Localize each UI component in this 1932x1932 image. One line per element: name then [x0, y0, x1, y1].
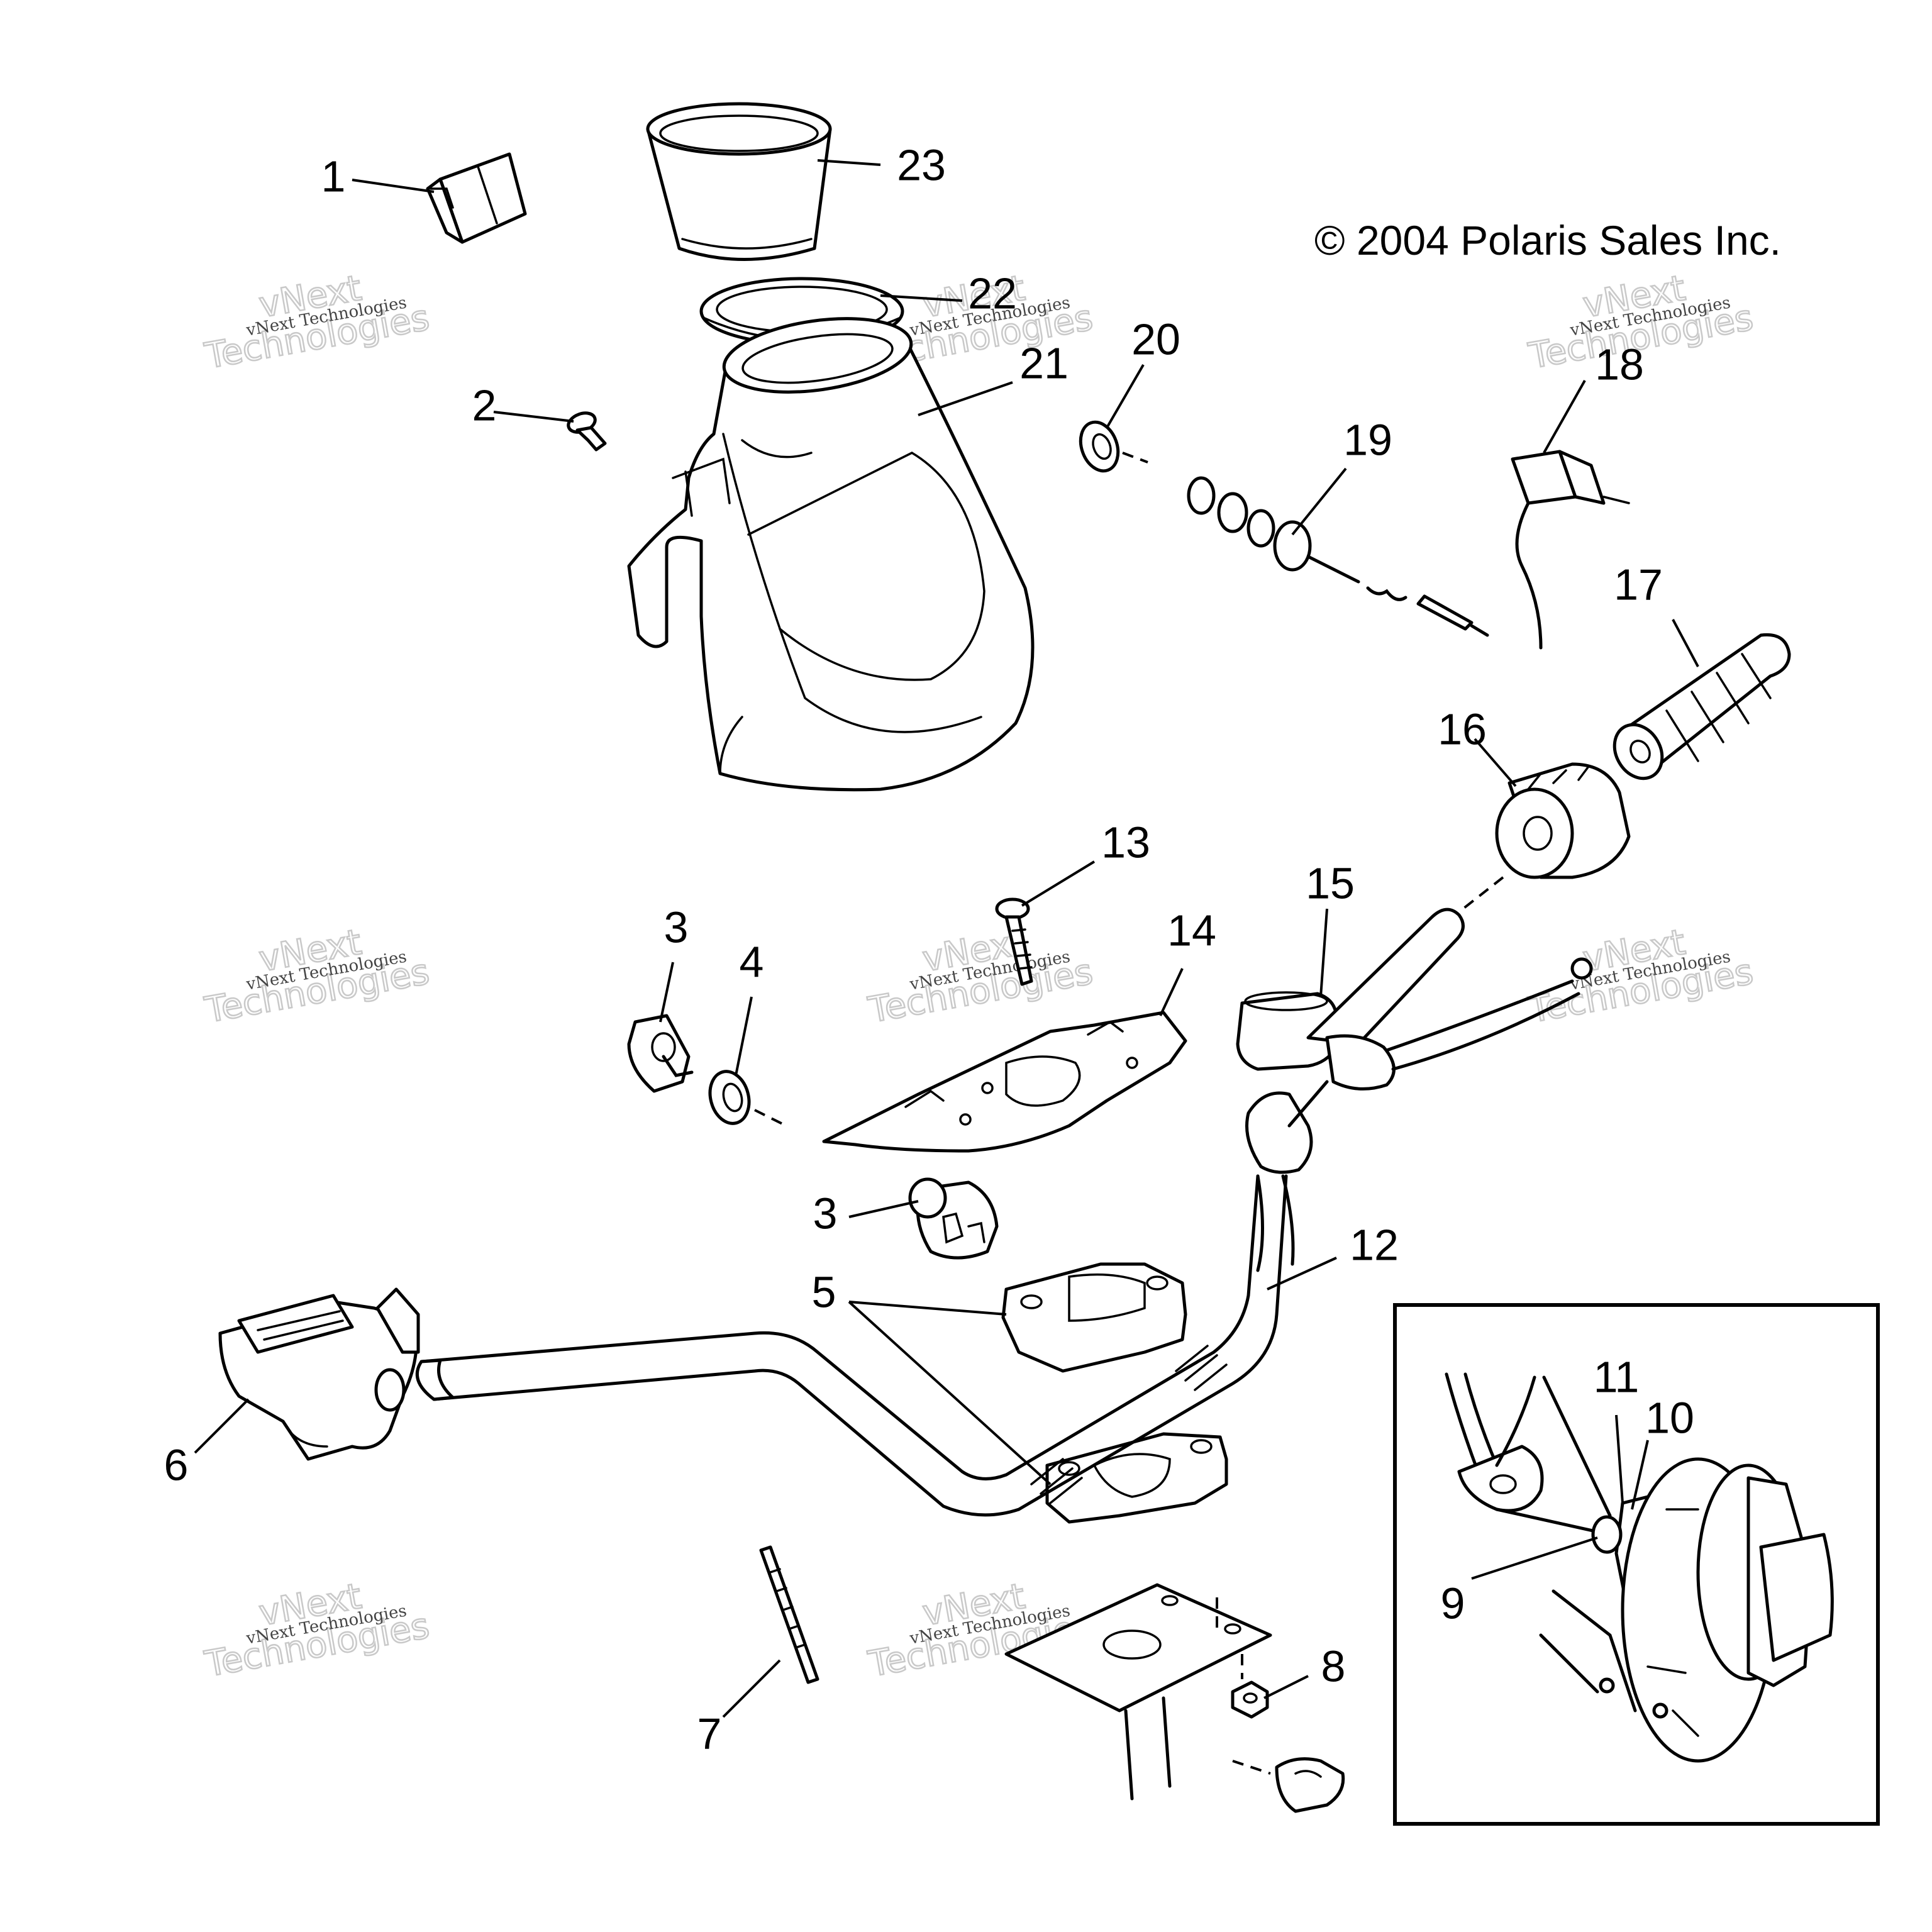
callout-21: 21 [1019, 338, 1069, 387]
leader-lines [194, 159, 1699, 1718]
part-2-screw [567, 411, 607, 452]
watermark-tile: vNext Technologies vNext Technologies [1525, 921, 1757, 1032]
part-20-nut [1079, 420, 1148, 473]
part-12-handlebar [415, 1080, 1329, 1517]
part-15-master-cylinder [1236, 908, 1593, 1091]
part-14-bracket-plate [822, 1011, 1187, 1153]
callout-13: 13 [1101, 818, 1150, 867]
callout-18: 18 [1595, 340, 1644, 389]
watermark-tile: vNext Technologies vNext Technologies [201, 1575, 433, 1686]
part-13-bolt [995, 897, 1033, 986]
callout-11: 11 [1594, 1352, 1640, 1401]
callout-5: 5 [812, 1267, 836, 1316]
callout-12: 12 [1350, 1220, 1399, 1269]
part-18-switch [1511, 450, 1630, 650]
part-6-left-housing [218, 1287, 420, 1461]
part-8-hose-clip [1232, 1757, 1345, 1813]
callout-10: 10 [1645, 1393, 1694, 1442]
callout-9: 9 [1441, 1579, 1465, 1628]
part-7-cable-tie [759, 1545, 819, 1684]
part-5-clamp-upper [1001, 1262, 1187, 1373]
part-17-grip [1613, 633, 1791, 780]
callout-6: 6 [164, 1440, 189, 1489]
detail-inset [1393, 1303, 1880, 1826]
callout-2: 2 [472, 380, 497, 430]
callout-23: 23 [897, 140, 946, 189]
callout-1: 1 [321, 152, 346, 201]
watermark-tile: vNext Technologies vNext Technologies [865, 921, 1097, 1032]
callout-19: 19 [1343, 415, 1392, 464]
callout-16: 16 [1438, 704, 1487, 753]
callout-15: 15 [1306, 858, 1355, 908]
callout-3-lower: 3 [813, 1189, 838, 1238]
copyright-notice: © 2004 Polaris Sales Inc. [1314, 217, 1781, 264]
watermark-tile: vNext Technologies vNext Technologies [201, 921, 433, 1032]
part-21-pod-cover [627, 317, 1035, 792]
callout-7: 7 [697, 1709, 722, 1758]
part-3-switch-upper [627, 1014, 694, 1093]
callout-14: 14 [1167, 906, 1216, 955]
part-8-mount-plate [1004, 1583, 1272, 1801]
watermark-tile: vNext Technologies vNext Technologies [201, 267, 433, 378]
callout-8: 8 [1321, 1641, 1346, 1690]
part-4-ring-nut [708, 1070, 787, 1127]
part-16-switch-housing [1458, 762, 1631, 913]
callout-3-upper: 3 [664, 902, 689, 952]
part-3-switch-lower [908, 1177, 999, 1260]
callout-17: 17 [1614, 560, 1663, 609]
callout-22: 22 [968, 269, 1017, 318]
part-5-clamp-lower [1045, 1432, 1228, 1524]
part-1-block [426, 152, 527, 244]
part-23-bezel [646, 102, 832, 261]
callout-20: 20 [1131, 314, 1180, 364]
part-8-nut [1231, 1680, 1269, 1719]
callout-4: 4 [740, 937, 764, 986]
part-19-cable-assembly [1187, 476, 1489, 637]
callout-labels: 1 2 3 4 3 5 6 7 8 9 10 11 12 13 14 15 16… [164, 140, 1694, 1758]
